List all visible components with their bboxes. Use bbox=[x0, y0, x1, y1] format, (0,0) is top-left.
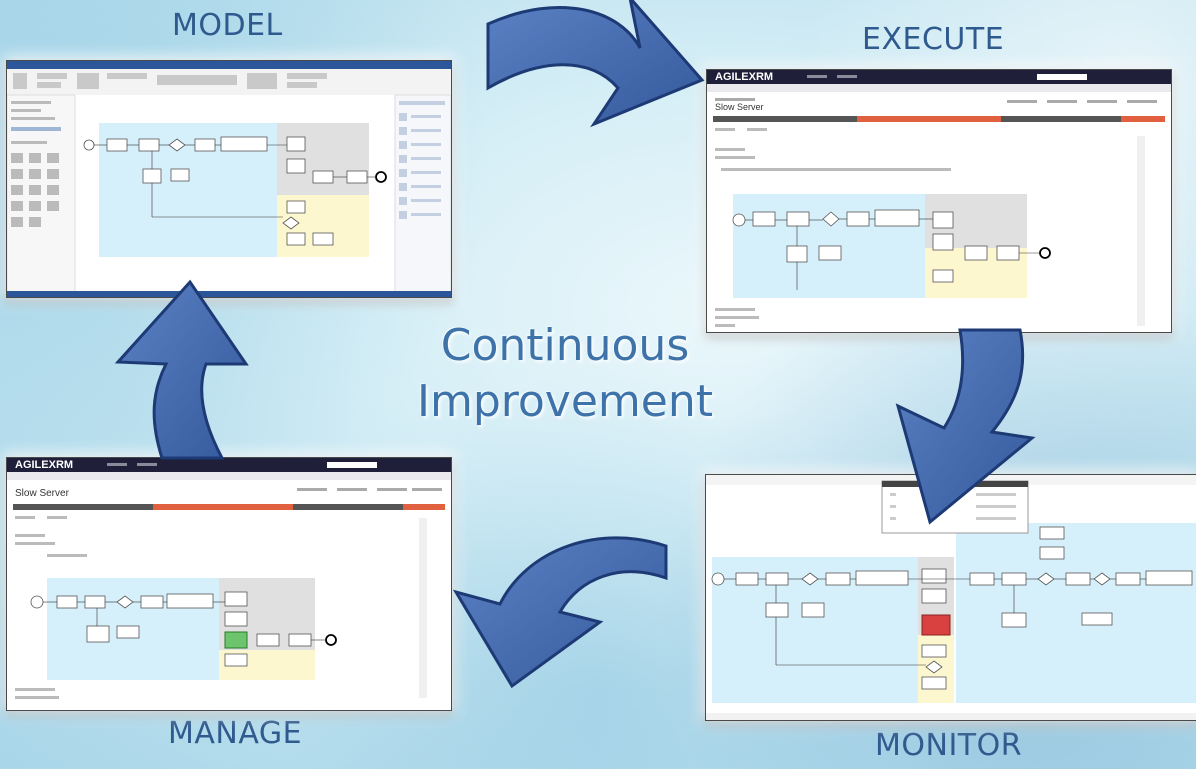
manage-screenshot: AGILEXRM Slow Server bbox=[6, 457, 452, 711]
label-manage: MANAGE bbox=[168, 716, 303, 751]
arrow-execute-to-monitor bbox=[895, 328, 1036, 525]
label-model: MODEL bbox=[172, 8, 283, 43]
continuous-improvement-title: Continuous Improvement bbox=[390, 318, 740, 430]
title-line-1: Continuous bbox=[440, 320, 690, 371]
label-execute: EXECUTE bbox=[862, 22, 1005, 57]
manage-record-title: Slow Server bbox=[15, 488, 69, 499]
arrow-monitor-to-manage bbox=[452, 536, 668, 689]
execute-screenshot: AGILEXRM Slow Server bbox=[706, 69, 1172, 333]
execute-record-title: Slow Server bbox=[715, 102, 764, 112]
title-line-2: Improvement bbox=[417, 376, 713, 427]
execute-brand: AGILEXRM bbox=[715, 71, 774, 83]
arrow-model-to-execute bbox=[486, 0, 705, 128]
model-screenshot bbox=[6, 60, 452, 298]
label-monitor: MONITOR bbox=[875, 728, 1023, 763]
arrow-manage-to-model bbox=[114, 279, 249, 460]
manage-brand: AGILEXRM bbox=[15, 459, 74, 471]
